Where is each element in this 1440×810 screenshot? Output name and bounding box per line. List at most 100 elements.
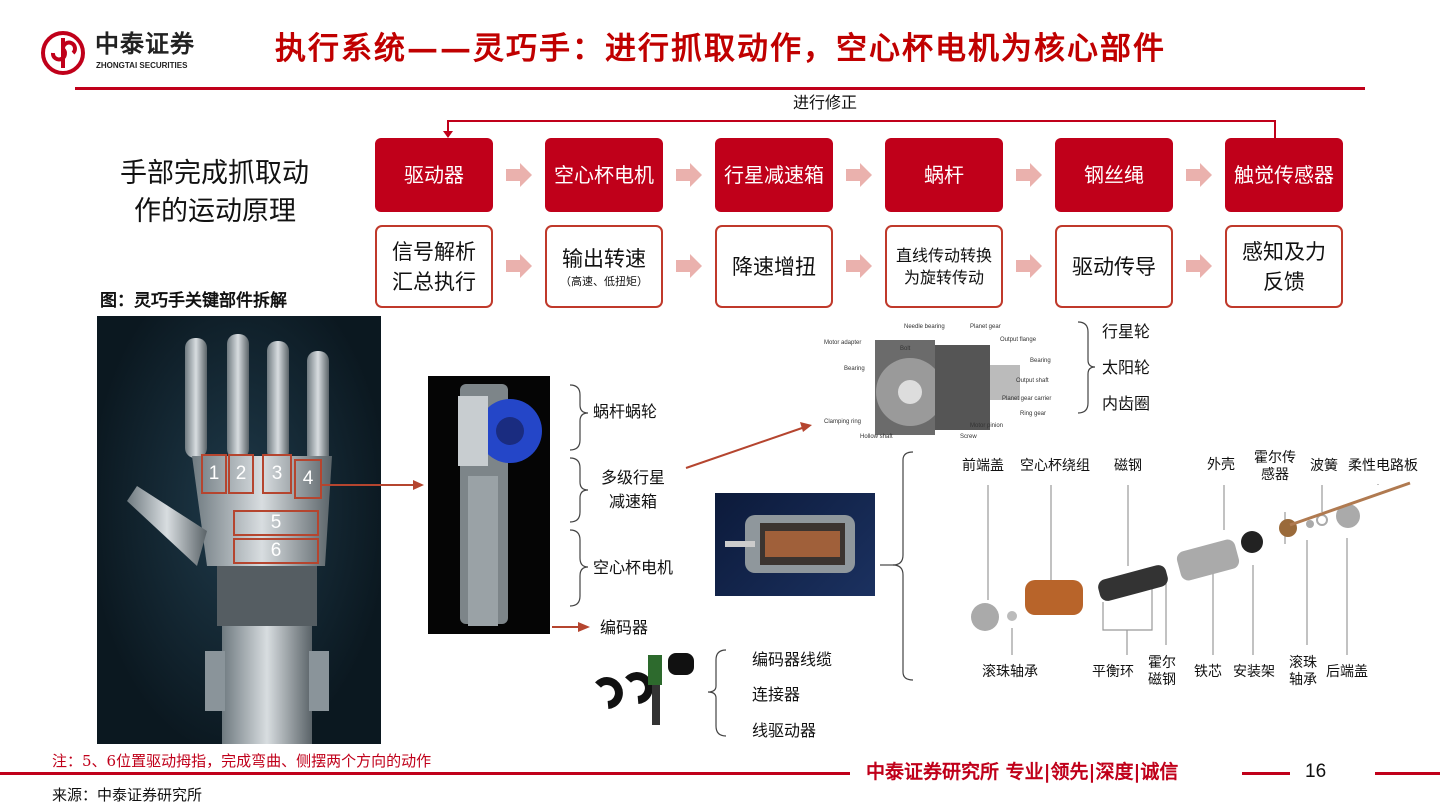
motor-label-mount: 安装架 [1233, 664, 1275, 680]
robot-hand-image: 1 2 3 4 5 6 [97, 316, 381, 744]
callout: Bearing [1030, 358, 1051, 364]
component-coreless-motor: 空心杯电机 [545, 138, 663, 212]
hand-label-1: 1 [201, 454, 227, 494]
motor-label-iron-core: 铁芯 [1194, 664, 1222, 680]
encoder-part-cable: 编码器线缆 [752, 650, 833, 669]
footer-line-right [1375, 772, 1440, 775]
callout: Motor pinion [970, 423, 1004, 429]
source-note: 来源：中泰证券研究所 [52, 786, 203, 804]
flow-arrow-icon [506, 163, 532, 187]
flow-arrow-icon [846, 163, 872, 187]
motor-label-hall-sensor: 霍尔传感器 [1254, 450, 1296, 483]
page-number: 16 [1305, 761, 1327, 782]
part-ring-gear: 内齿圈 [1102, 394, 1151, 413]
page-title: 执行系统——灵巧手：进行抓取动作，空心杯电机为核心部件 [275, 31, 1166, 67]
encoder-part-line-driver: 线驱动器 [752, 721, 817, 740]
function-box: 感知及力反馈 [1225, 225, 1343, 308]
zhongtai-logo-icon [41, 31, 85, 75]
flow-arrow-icon [1186, 163, 1212, 187]
side-title-line: 作的运动原理 [134, 196, 296, 227]
function-box: 驱动传导 [1055, 225, 1173, 308]
motor-label-ball-bearing-rear: 滚珠轴承 [1289, 655, 1317, 688]
hand-label-3: 3 [262, 454, 292, 494]
coreless-motor-image [715, 493, 875, 596]
component-worm: 蜗杆 [885, 138, 1003, 212]
gearbox-callouts: Needle bearing Planet gear Motor adapter… [820, 320, 1065, 442]
callout: Motor adapter [824, 340, 862, 346]
component-tactile-sensor: 触觉传感器 [1225, 138, 1343, 212]
footnote: 注：5、6位置驱动拇指，完成弯曲、侧摆两个方向的动作 [52, 752, 432, 770]
flow-arrow-icon [676, 254, 702, 278]
part-planetary-gearbox: 多级行星减速箱 [600, 468, 665, 511]
side-title-line: 手部完成抓取动 [120, 158, 309, 189]
hand-label-5: 5 [233, 510, 319, 536]
function-text: 输出转速 [562, 246, 646, 271]
motor-label-housing: 外壳 [1207, 457, 1235, 473]
function-box: 直线传动转换为旋转传动 [885, 225, 1003, 308]
motor-illustration [725, 515, 855, 573]
motor-label-ball-bearing: 滚珠轴承 [982, 664, 1038, 680]
footer-slogan: 中泰证券研究所 专业|领先|深度|诚信 [866, 761, 1179, 783]
feedback-label: 进行修正 [793, 93, 858, 112]
function-box: 降速增扭 [715, 225, 833, 308]
function-text: 降速增扭 [732, 254, 816, 279]
component-driver: 驱动器 [375, 138, 493, 212]
function-note: （高速、低扭矩） [560, 274, 648, 288]
part-sun-gear: 太阳轮 [1102, 358, 1151, 377]
part-coreless-motor: 空心杯电机 [593, 558, 674, 577]
logo-text: 中泰证券 [95, 30, 195, 58]
flow-arrow-icon [676, 163, 702, 187]
logo-english: ZHONGTAI SECURITIES [96, 61, 188, 70]
motor-label-front-cap: 前端盖 [962, 458, 1004, 474]
component-planetary-gearbox: 行星减速箱 [715, 138, 833, 212]
hand-label-4: 4 [294, 459, 322, 499]
callout: Needle bearing [904, 324, 945, 330]
hand-label-2: 2 [228, 454, 254, 494]
flow-arrow-icon [506, 254, 532, 278]
function-text: 信号解析汇总执行 [392, 239, 476, 294]
linear-actuator-image [428, 376, 550, 634]
motor-label-rear-cap: 后端盖 [1326, 664, 1368, 680]
flow-side-title: 手部完成抓取动 作的运动原理 [120, 155, 309, 231]
hand-label-6: 6 [233, 538, 319, 564]
callout: Output shaft [1016, 378, 1049, 384]
flow-arrow-icon [1186, 254, 1212, 278]
flow-arrow-icon [1016, 163, 1042, 187]
callout: Output flange [1000, 337, 1037, 343]
callout: Bearing [844, 366, 865, 372]
function-text: 驱动传导 [1072, 254, 1156, 279]
callout: Planet gear [970, 324, 1001, 330]
motor-label-balance-ring: 平衡环 [1092, 664, 1134, 680]
motor-label-hall-magnet: 霍尔磁钢 [1148, 655, 1176, 688]
flow-arrow-icon [1016, 254, 1042, 278]
callout: Clamping ring [824, 419, 862, 425]
part-worm-gear: 蜗杆蜗轮 [593, 402, 658, 421]
footer-line-mid [1242, 772, 1290, 775]
callout: Hollow shaft [860, 434, 893, 440]
gearbox-cutaway-image: Needle bearing Planet gear Motor adapter… [820, 320, 1065, 442]
figure-caption: 图：灵巧手关键部件拆解 [100, 291, 287, 311]
part-planet-gear: 行星轮 [1102, 322, 1151, 341]
motor-label-magnet: 磁钢 [1114, 458, 1142, 474]
header-divider [75, 87, 1365, 90]
function-box: 输出转速 （高速、低扭矩） [545, 225, 663, 308]
function-box: 信号解析汇总执行 [375, 225, 493, 308]
exploded-motor-diagram [971, 481, 1411, 655]
callout: Screw [960, 434, 977, 440]
actuator-illustration [458, 384, 542, 626]
flow-arrow-icon [846, 254, 872, 278]
function-text: 感知及力反馈 [1242, 239, 1326, 294]
encoder-part-connector: 连接器 [752, 685, 801, 704]
motor-label-wave-spring: 波簧 [1310, 458, 1338, 474]
component-steel-wire: 钢丝绳 [1055, 138, 1173, 212]
callout: Ring gear [1020, 411, 1047, 417]
motor-label-winding: 空心杯绕组 [1020, 458, 1090, 474]
encoder-image [595, 653, 694, 725]
callout: Bolt [900, 346, 911, 352]
part-encoder: 编码器 [600, 618, 649, 637]
callout: Planet gear carrier [1002, 396, 1052, 402]
function-text: 直线传动转换为旋转传动 [895, 245, 992, 287]
motor-label-fpc: 柔性电路板 [1348, 458, 1418, 474]
feedback-arrow [443, 120, 1276, 138]
